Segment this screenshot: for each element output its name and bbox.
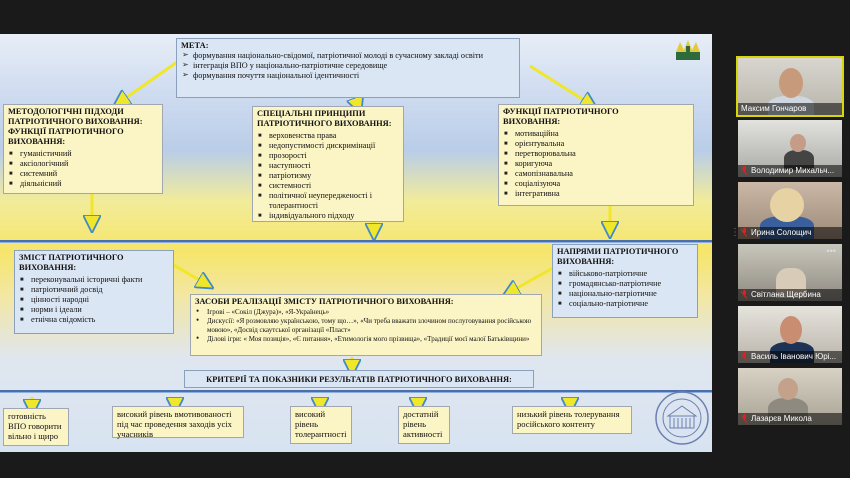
principles-item: недопустимості дискримінації — [257, 141, 399, 151]
result-box: готовність ВПО говорити вільно і щиро — [3, 408, 69, 446]
divider-top — [0, 240, 712, 243]
result-text: високий рівень толерантності — [295, 409, 347, 439]
functions-item: перетворювальна — [503, 149, 689, 159]
criteria-title: КРИТЕРІЇ ТА ПОКАЗНИКИ РЕЗУЛЬТАТІВ ПАТРІО… — [206, 375, 512, 384]
principles-item: патріотизму — [257, 171, 399, 181]
arrow-goal-to-principles — [355, 98, 358, 106]
participant-tile[interactable]: Василь Іванович Юрі... — [738, 306, 842, 363]
university-seal-icon — [654, 390, 710, 446]
result-box: достатній рівень активності — [398, 406, 450, 444]
result-box: низький рівень толерування російського к… — [512, 406, 632, 434]
means-item: Ігрові – «Сокіл (Джура)», «Я-Українець» — [195, 307, 537, 317]
methodology-item: аксіологічний — [8, 159, 158, 169]
functions-title: ФУНКЦІЇ ПАТРІОТИЧНОГО ВИХОВАННЯ: — [503, 107, 619, 126]
goal-item: формування почуття національної ідентичн… — [181, 70, 515, 81]
means-item: Ділові ігри: « Моя позиція», «Є питання»… — [195, 334, 537, 344]
result-box: високий рівень толерантності — [290, 406, 352, 444]
principles-item: наступності — [257, 161, 399, 171]
content-box: ЗМІСТ ПАТРІОТИЧНОГО ВИХОВАННЯ: переконув… — [14, 250, 174, 334]
muted-mic-icon — [741, 166, 748, 174]
goal-box: МЕТА: формування національно-свідомої, п… — [176, 38, 520, 98]
directions-item: соціально-патріотичне — [557, 299, 693, 309]
methodology-box: МЕТОДОЛОГІЧНІ ПІДХОДИ ПАТРІОТИЧНОГО ВИХО… — [3, 104, 163, 194]
participant-tile[interactable]: ••• Світлана Щербина — [738, 244, 842, 301]
directions-box: НАПРЯМИ ПАТРІОТИЧНОГО ВИХОВАННЯ: військо… — [552, 244, 698, 318]
means-title: ЗАСОБИ РЕАЛІЗАЦІЇ ЗМІСТУ ПАТРІОТИЧНОГО В… — [195, 297, 454, 306]
functions-item: коригуюча — [503, 159, 689, 169]
functions-item: орієнтувальна — [503, 139, 689, 149]
arrow-goal-to-functions — [529, 64, 590, 104]
participant-name: Володимир Михальч... — [738, 165, 842, 177]
participant-name: Василь Іванович Юрі... — [738, 351, 842, 363]
arrow-content-to-means — [171, 262, 206, 284]
principles-item: верховенства права — [257, 131, 399, 141]
content-item: цінності народні — [19, 295, 169, 305]
functions-item: самопізнавальна — [503, 169, 689, 179]
methodology-item: діяльнісний — [8, 179, 158, 189]
methodology-item: гуманістичний — [8, 149, 158, 159]
principles-item: прозорості — [257, 151, 399, 161]
directions-title: НАПРЯМИ ПАТРІОТИЧНОГО ВИХОВАННЯ: — [557, 247, 679, 266]
functions-item: мотиваційна — [503, 129, 689, 139]
functions-box: ФУНКЦІЇ ПАТРІОТИЧНОГО ВИХОВАННЯ: мотивац… — [498, 104, 694, 206]
directions-item: військово-патріотичне — [557, 269, 693, 279]
participant-name: Максим Гончаров — [738, 103, 842, 115]
content-item: норми і ідеали — [19, 305, 169, 315]
directions-item: національно-патріотичне — [557, 289, 693, 299]
principles-item: індивідуального підходу — [257, 211, 399, 221]
muted-mic-icon — [741, 414, 748, 422]
muted-mic-icon — [741, 228, 748, 236]
arrow-goal-to-methodology — [120, 58, 181, 102]
participant-name: Світлана Щербина — [738, 289, 842, 301]
principles-title: СПЕЦІАЛЬНІ ПРИНЦИПИ ПАТРІОТИЧНОГО ВИХОВА… — [257, 109, 392, 128]
means-box: ЗАСОБИ РЕАЛІЗАЦІЇ ЗМІСТУ ПАТРІОТИЧНОГО В… — [190, 294, 542, 356]
result-text: низький рівень толерування російського к… — [517, 409, 620, 429]
university-logo-icon — [672, 38, 704, 62]
participant-tile[interactable]: Володимир Михальч... — [738, 120, 842, 177]
muted-mic-icon — [741, 290, 748, 298]
methodology-item: системний — [8, 169, 158, 179]
goal-item: інтеграція ВПО у національно-патріотичне… — [181, 60, 515, 71]
muted-mic-icon — [741, 352, 748, 360]
participant-tile[interactable]: Лазарєв Микола — [738, 368, 842, 425]
divider-bottom — [0, 390, 712, 393]
goal-item: формування національно-свідомої, патріот… — [181, 50, 515, 61]
principles-item: політичної неупередженості і толерантнос… — [257, 191, 399, 211]
content-title: ЗМІСТ ПАТРІОТИЧНОГО ВИХОВАННЯ: — [19, 253, 124, 272]
content-item: переконувальні історичні факти — [19, 275, 169, 285]
criteria-box: КРИТЕРІЇ ТА ПОКАЗНИКИ РЕЗУЛЬТАТІВ ПАТРІО… — [184, 370, 534, 388]
result-box: високий рівень вмотивованості під час пр… — [112, 406, 244, 439]
principles-box: СПЕЦІАЛЬНІ ПРИНЦИПИ ПАТРІОТИЧНОГО ВИХОВА… — [252, 106, 404, 222]
participant-name: Ирина Солощич — [738, 227, 842, 239]
shared-screen-slide: МЕТА: формування національно-свідомої, п… — [0, 34, 712, 452]
functions-item: інтегративна — [503, 189, 689, 199]
participant-name: Лазарєв Микола — [738, 413, 842, 425]
means-item: Дискусії: «Я розмовляю українською, тому… — [195, 316, 537, 335]
result-text: достатній рівень активності — [403, 409, 443, 439]
methodology-title: МЕТОДОЛОГІЧНІ ПІДХОДИ ПАТРІОТИЧНОГО ВИХО… — [8, 107, 143, 146]
result-text: готовність ВПО говорити вільно і щиро — [8, 411, 62, 441]
goal-title: МЕТА: — [181, 41, 209, 50]
functions-item: соціалізуюча — [503, 179, 689, 189]
content-item: етнічна свідомість — [19, 315, 169, 325]
more-options-icon[interactable]: ••• — [826, 246, 836, 256]
result-text: високий рівень вмотивованості під час пр… — [117, 409, 232, 439]
directions-item: громадянсько-патріотичне — [557, 279, 693, 289]
participant-tile[interactable]: Ирина Солощич — [738, 182, 842, 239]
panel-resize-handle[interactable]: ⋮ — [730, 227, 740, 238]
content-item: патріотичний досвід — [19, 285, 169, 295]
participant-tile[interactable]: Максим Гончаров — [736, 56, 844, 117]
participants-panel: Максим Гончаров Володимир Михальч... Ири… — [736, 56, 844, 438]
principles-item: системності — [257, 181, 399, 191]
